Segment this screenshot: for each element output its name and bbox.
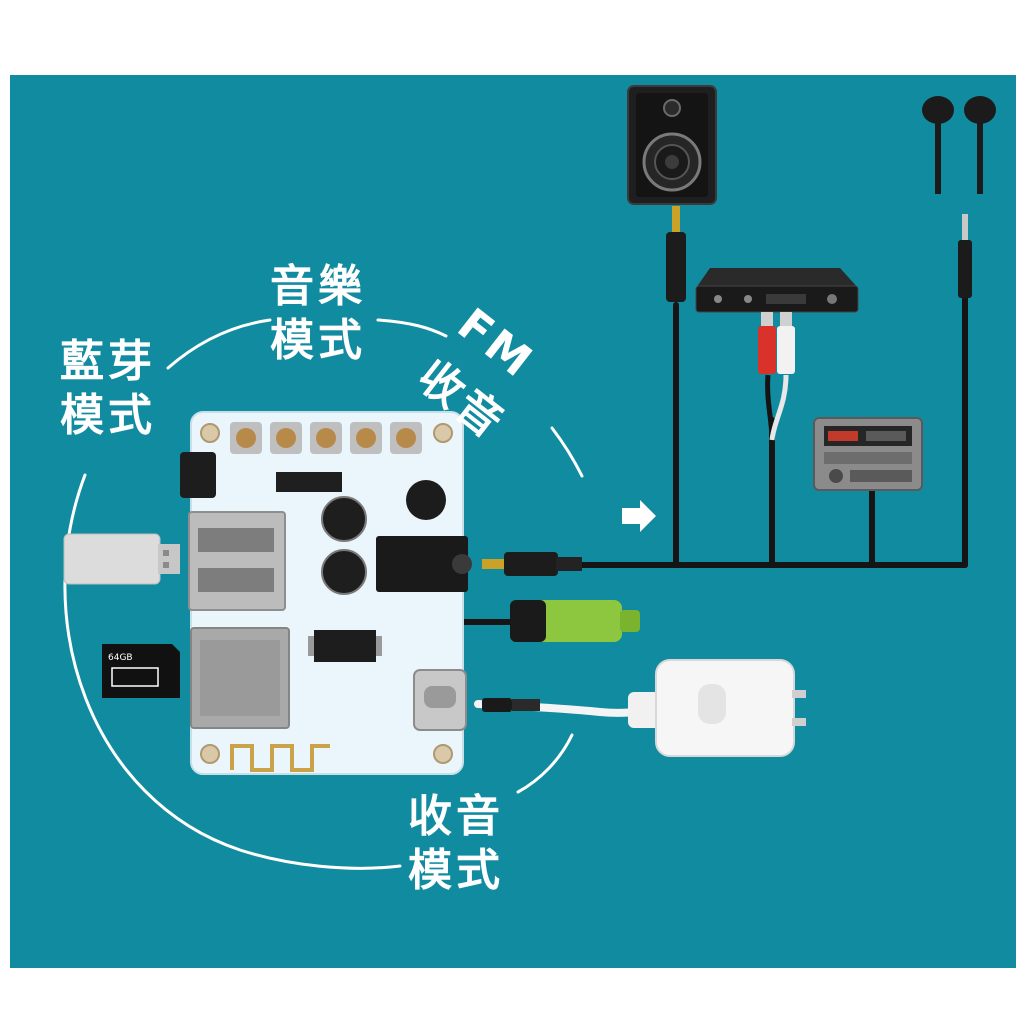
rca-plugs xyxy=(758,312,795,374)
mode-label-bluetooth: 藍芽 模式 xyxy=(60,335,156,443)
diagram-panel: 64GB xyxy=(10,75,1016,968)
car-charger-icon xyxy=(510,600,640,642)
mode-label-radio-line2: 模式 xyxy=(408,845,504,896)
aux-plug xyxy=(482,552,582,576)
usb-c-port xyxy=(413,669,467,731)
microphone xyxy=(406,480,446,520)
arrow-right-icon xyxy=(622,500,656,532)
speaker-jack xyxy=(666,206,686,302)
pin-header xyxy=(276,472,342,492)
audio-jack-port xyxy=(376,536,472,592)
arc-bottom-right xyxy=(516,733,574,794)
wall-charger-icon xyxy=(474,659,806,757)
mode-label-bluetooth-line2: 模式 xyxy=(60,390,156,441)
diagram-scene: 64GB xyxy=(63,85,996,870)
sd-card-capacity: 64GB xyxy=(108,653,133,663)
capacitors xyxy=(321,496,367,595)
speaker-icon xyxy=(627,85,717,205)
mode-label-music-line1: 音樂 xyxy=(270,261,366,312)
earphones-icon xyxy=(922,96,996,298)
rca-white-wire xyxy=(769,374,789,441)
board-buttons xyxy=(230,422,422,454)
power-switch xyxy=(180,452,216,498)
cables xyxy=(462,292,968,625)
mode-label-music-line2: 模式 xyxy=(270,315,366,366)
amplifier-icon xyxy=(695,268,859,313)
micro-sd-card-icon: 64GB xyxy=(102,644,180,698)
mode-arc xyxy=(63,318,584,870)
arc-top-left xyxy=(166,318,272,370)
arc-right xyxy=(550,426,584,478)
usb-drive-icon xyxy=(63,533,180,585)
antenna-trace xyxy=(230,744,330,772)
arc-top-right xyxy=(376,318,448,338)
car-stereo-icon xyxy=(813,417,923,491)
usb-port xyxy=(188,511,286,611)
mode-label-music: 音樂 模式 xyxy=(270,260,366,368)
mode-label-radio: 收音 模式 xyxy=(408,790,504,898)
mode-label-radio-line1: 收音 xyxy=(408,791,504,842)
mode-label-bluetooth-line1: 藍芽 xyxy=(60,336,156,387)
tf-card-slot xyxy=(190,627,290,729)
ic-chip xyxy=(308,630,382,662)
bluetooth-audio-board xyxy=(180,411,472,775)
arc-left xyxy=(63,473,402,870)
